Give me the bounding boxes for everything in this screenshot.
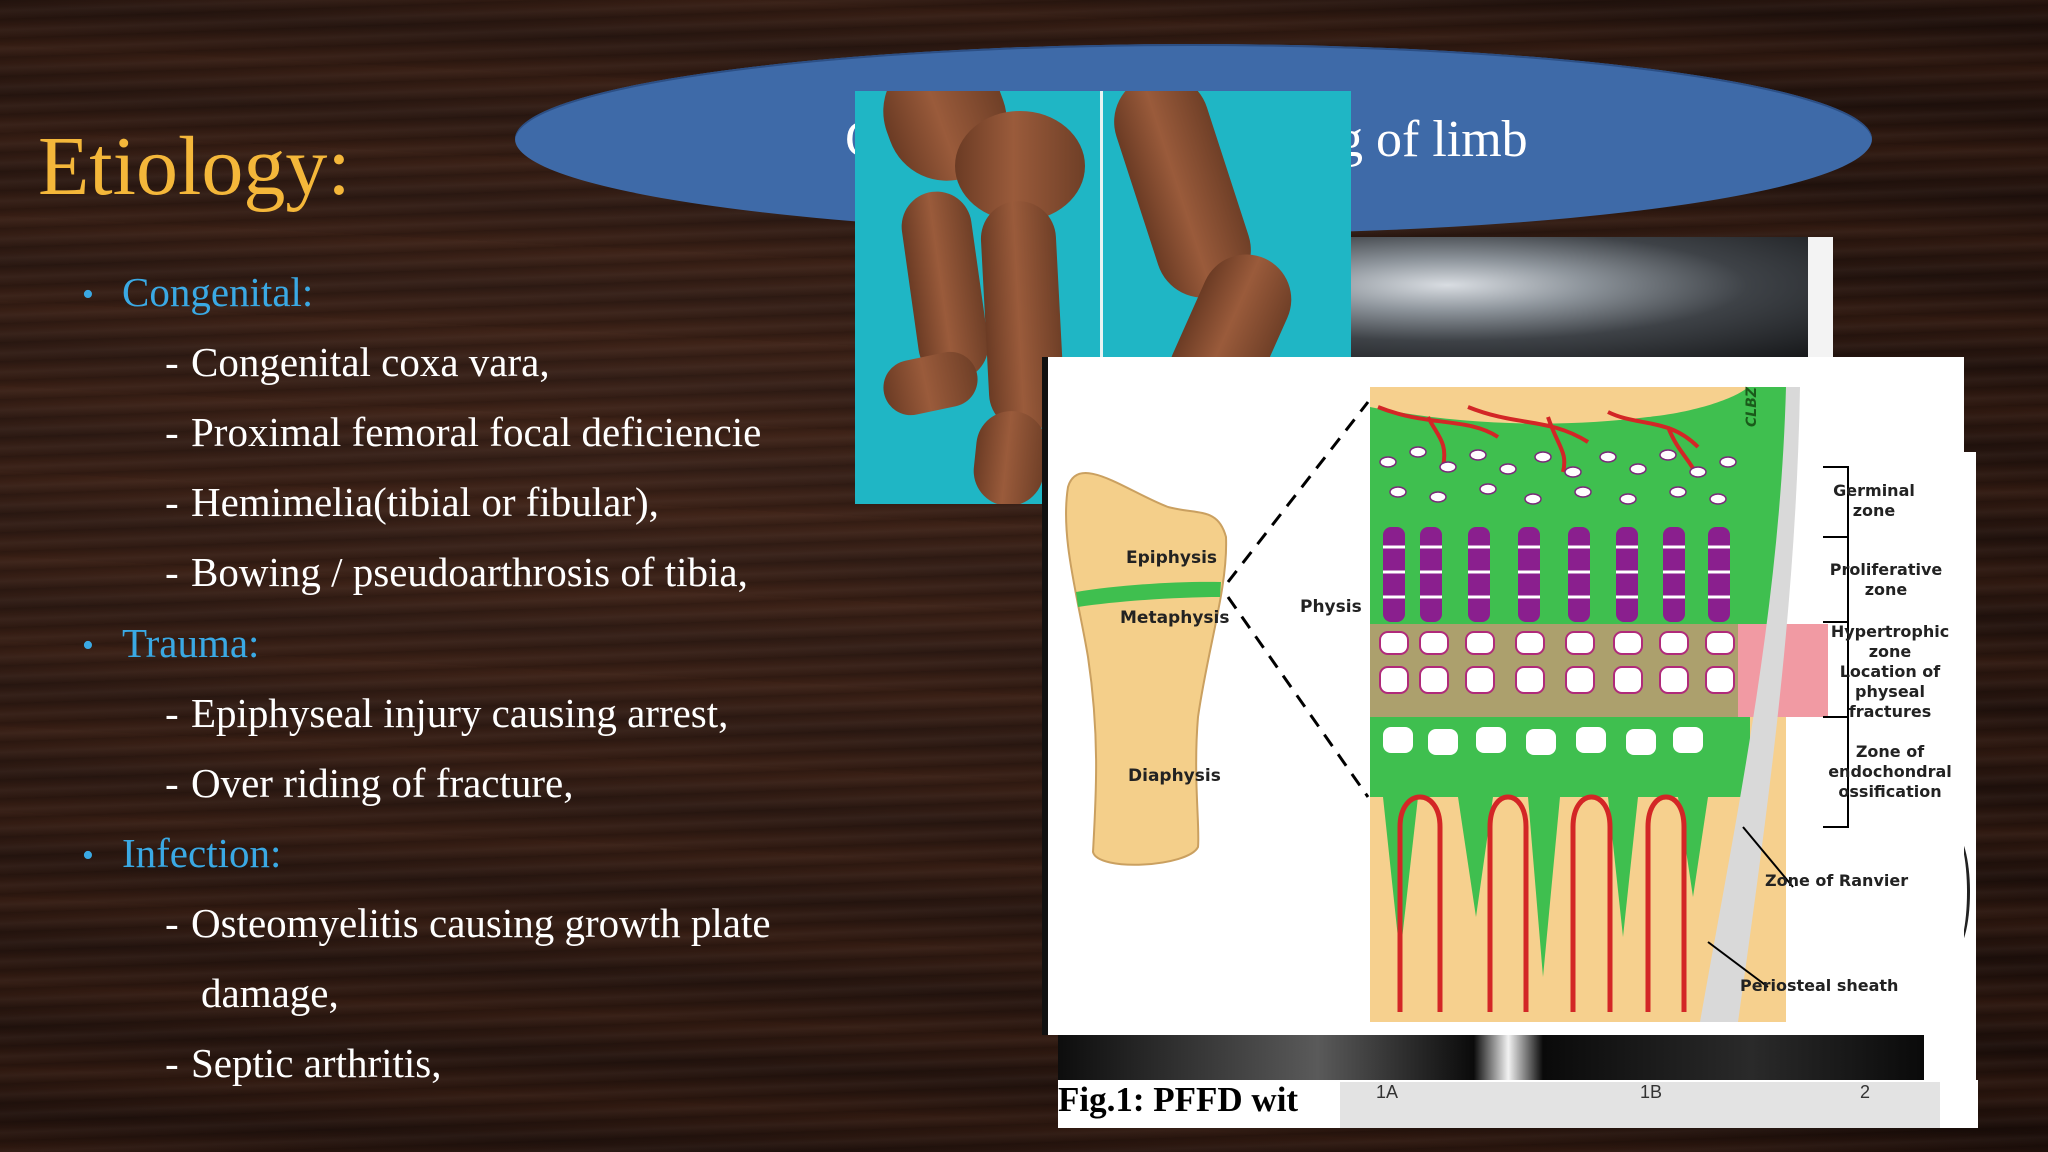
item-infection: Infection: <box>122 830 282 876</box>
svg-text:Zone of: Zone of <box>1856 742 1925 761</box>
item-coxa-vara: -Congenital coxa vara, <box>165 339 550 385</box>
svg-text:Hypertrophic: Hypertrophic <box>1831 622 1949 641</box>
bullet-congenital: • <box>82 276 94 313</box>
growth-plate-diagram: Epiphysis Metaphysis Diaphysis Physis <box>1048 357 1964 1035</box>
bullet-infection: • <box>82 837 94 874</box>
svg-text:Location of: Location of <box>1840 662 1942 681</box>
xray-image <box>1351 237 1833 357</box>
item-congenital: Congenital: <box>122 269 314 315</box>
item-bowing: -Bowing / pseudoarthrosis of tibia, <box>165 549 748 595</box>
item-osteomyelitis-cont: damage, <box>201 970 339 1016</box>
item-septic-arthritis: -Septic arthritis, <box>165 1040 442 1086</box>
svg-text:ossification: ossification <box>1838 782 1941 801</box>
panel-label-1a: 1A <box>1376 1082 1399 1102</box>
svg-text:Zone of Ranvier: Zone of Ranvier <box>1765 871 1908 890</box>
svg-text:Periosteal sheath: Periosteal sheath <box>1740 976 1898 995</box>
svg-text:zone: zone <box>1865 580 1908 599</box>
svg-text:physeal: physeal <box>1855 682 1925 701</box>
item-trauma: Trauma: <box>122 620 260 666</box>
slide-title: Etiology: <box>38 120 351 213</box>
banner-text: g of limb <box>1337 111 1528 168</box>
figure-panel-labels: 1A 1B 2 <box>1340 1082 1940 1128</box>
svg-text:zone: zone <box>1853 501 1896 520</box>
label-metaphysis: Metaphysis <box>1120 608 1229 628</box>
xray-strip-image <box>1058 1035 1924 1080</box>
label-epiphysis: Epiphysis <box>1126 548 1217 568</box>
item-pffd: -Proximal femoral focal deficiencie <box>165 409 762 455</box>
item-epiphyseal-injury: -Epiphyseal injury causing arrest, <box>165 690 729 736</box>
bullet-trauma: • <box>82 627 94 664</box>
svg-text:endochondral: endochondral <box>1828 762 1952 781</box>
panel-label-1b: 1B <box>1640 1082 1663 1102</box>
svg-text:Germinal: Germinal <box>1833 481 1915 500</box>
item-over-riding: -Over riding of fracture, <box>165 760 574 806</box>
artist-signature: CLBZ <box>1744 386 1760 427</box>
item-hemimelia: -Hemimelia(tibial or fibular), <box>165 479 659 525</box>
figure-caption: Fig.1: PFFD wit <box>1058 1080 1299 1119</box>
svg-text:zone: zone <box>1869 642 1912 661</box>
vessel-lines <box>1377 405 1700 478</box>
bone-shape <box>1065 472 1228 866</box>
label-physis: Physis <box>1300 597 1362 617</box>
label-diaphysis: Diaphysis <box>1128 766 1221 786</box>
svg-text:Proliferative: Proliferative <box>1830 560 1943 579</box>
panel-label-2: 2 <box>1860 1082 1871 1102</box>
svg-text:fractures: fractures <box>1849 702 1931 721</box>
item-osteomyelitis: -Osteomyelitis causing growth plate <box>165 900 771 946</box>
